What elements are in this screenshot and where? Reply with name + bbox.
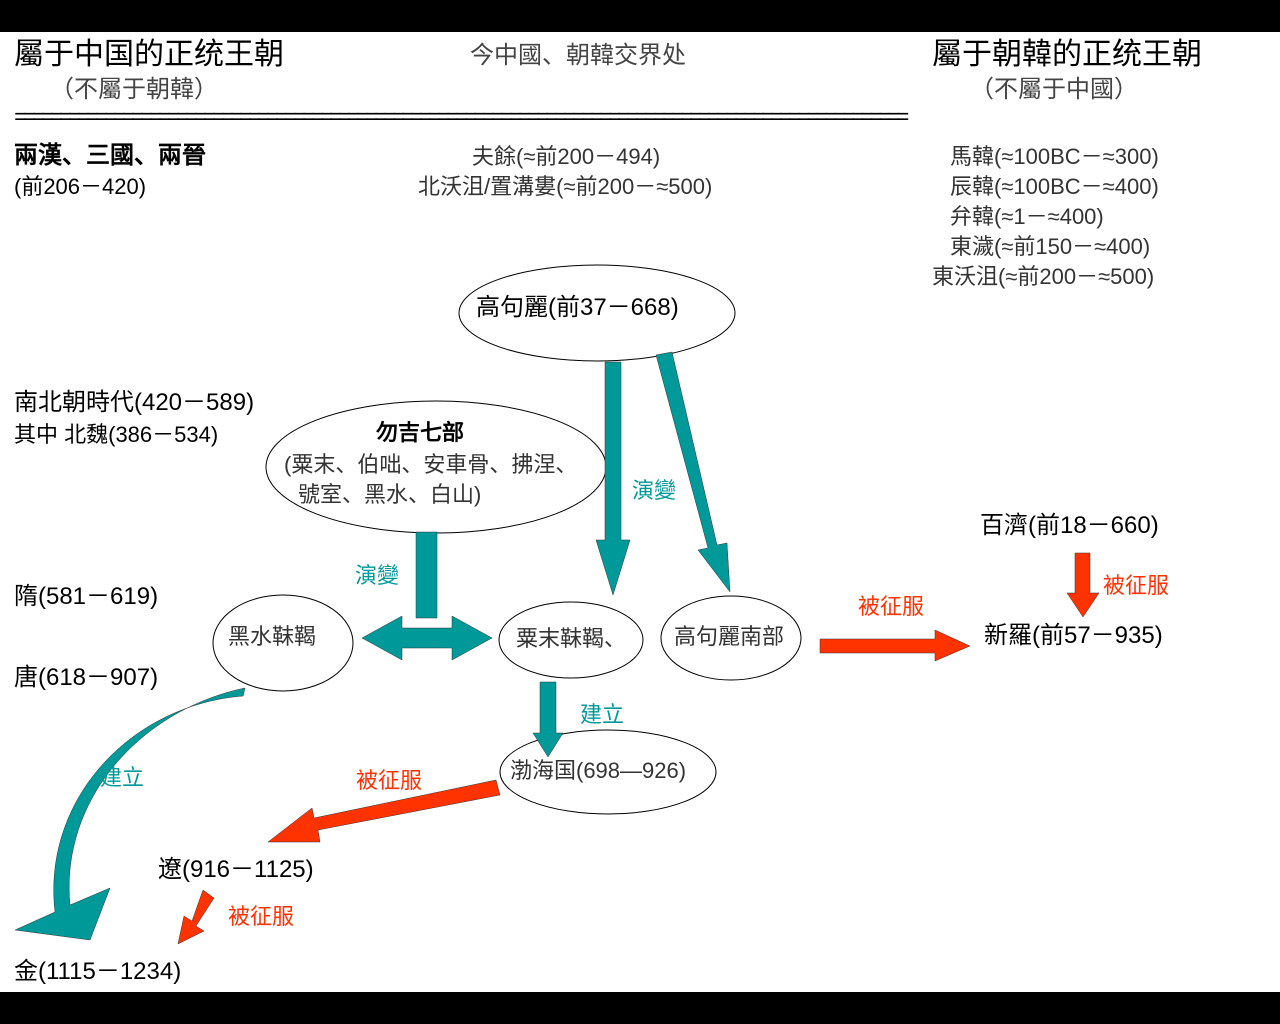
baekje-label: 百濟(前18－660)	[980, 512, 1159, 539]
korea-item: 弁韓(≈1－≈400)	[950, 204, 1104, 229]
han-label: 兩漢、三國、兩晉	[14, 142, 206, 169]
conquered-label: 被征服	[228, 904, 295, 929]
right-title: 屬于朝韓的正统王朝	[932, 38, 1202, 71]
tang-label: 唐(618－907)	[14, 664, 159, 691]
arrow-liao-to-jin	[177, 889, 215, 945]
sumo-node: 粟末靺鞨、	[516, 626, 627, 651]
arrow-bohai-to-liao	[267, 779, 501, 843]
evolve-label: 演變	[355, 563, 400, 588]
arrow-wuji-down	[415, 531, 438, 619]
heishui-ellipse	[212, 594, 354, 692]
arrow-sumo-to-bohai	[532, 681, 564, 758]
sumo-ellipse	[498, 601, 644, 679]
wuji-line2: 號室、黑水、白山)	[298, 482, 482, 507]
conquered-label: 被征服	[1103, 573, 1170, 598]
korea-item: 馬韓(≈100BC－≈300)	[950, 144, 1159, 169]
arrow-goguryeo-to-south	[655, 351, 731, 593]
korea-item: 東濊(≈前150－≈400)	[950, 234, 1151, 259]
left-title: 屬于中国的正统王朝	[14, 38, 284, 71]
nanbei-label: 南北朝時代(420－589)	[14, 389, 255, 416]
arrow-goguryeo-to-sumo	[595, 361, 631, 596]
conquered-label: 被征服	[356, 768, 423, 793]
jin-label: 金(1115－1234)	[14, 958, 182, 985]
goguryeo-south-ellipse	[660, 595, 802, 681]
woju-label: 北沃沮/置溝婁(≈前200－≈500)	[418, 174, 713, 199]
bohai-ellipse	[499, 729, 717, 815]
heishui-node: 黑水靺鞨	[228, 624, 317, 649]
found-label: 建立	[100, 765, 145, 790]
liao-label: 遼(916－1125)	[158, 856, 314, 883]
korea-item: 辰韓(≈100BC－≈400)	[950, 174, 1159, 199]
han-dates: (前206－420)	[14, 174, 147, 199]
fuyu-label: 夫餘(≈前200－494)	[472, 144, 661, 169]
top-black-bar	[0, 0, 1280, 32]
korea-item: 東沃沮(≈前200－≈500)	[932, 264, 1155, 289]
conquered-label: 被征服	[858, 594, 925, 619]
goguryeo-node: 高句麗(前37－668)	[476, 294, 679, 321]
wuji-line1: (粟末、伯咄、安車骨、拂涅、	[284, 452, 578, 477]
silla-label: 新羅(前57－935)	[984, 622, 1163, 649]
wuji-title: 勿吉七部	[376, 420, 465, 445]
found-label: 建立	[580, 702, 625, 727]
right-subtitle: （不屬于中國）	[970, 76, 1138, 103]
beiwei-label: 其中 北魏(386－534)	[14, 422, 219, 447]
evolve-label: 演變	[632, 478, 677, 503]
goguryeo-ellipse	[458, 264, 736, 362]
arrow-double-horizontal	[361, 615, 493, 661]
separator-line: ========================================…	[14, 108, 909, 130]
arrow-baekje-to-silla	[1066, 552, 1100, 618]
bohai-node: 渤海国(698—926)	[510, 758, 687, 783]
goguryeo-south-node: 高句麗南部	[674, 624, 785, 649]
left-subtitle: （不屬于朝韓）	[50, 76, 218, 103]
center-title: 今中國、朝韓交界处	[470, 42, 686, 69]
arrow-south-to-silla	[819, 629, 971, 662]
sui-label: 隋(581－619)	[14, 583, 159, 610]
bottom-black-bar	[0, 992, 1280, 1024]
arrow-curve-heishui-to-jin	[14, 687, 246, 941]
